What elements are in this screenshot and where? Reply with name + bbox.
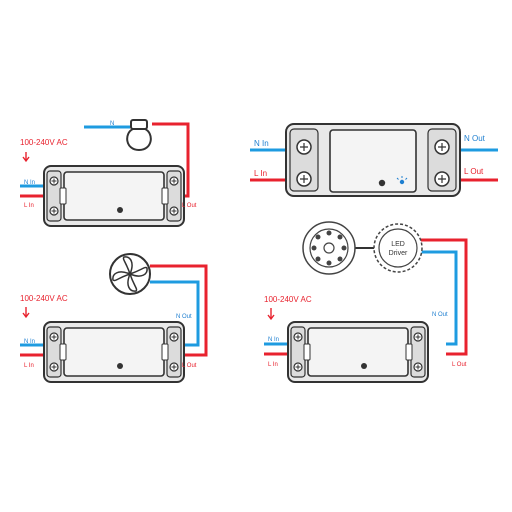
voltage-label: 100-240V AC — [20, 138, 68, 147]
indicator-light-icon — [396, 176, 408, 185]
l-out-label: L Out — [452, 362, 467, 368]
l-out-label: L Out — [182, 363, 197, 369]
light-bulb-icon — [126, 119, 152, 152]
live-wire-fan — [150, 264, 208, 357]
diagram-fan: 100-240V AC N In L In N Out L Out — [20, 253, 208, 383]
n-out-label: N Out — [176, 314, 192, 320]
n-out-label: N Out — [432, 312, 448, 318]
led-driver-icon: LED Driver — [373, 223, 423, 273]
led-driver-label-line2: Driver — [389, 250, 408, 257]
voltage-label: 100-240V AC — [264, 295, 312, 304]
diagram-large-relay: N In L In N Out L Out — [250, 123, 498, 197]
l-in-label: L In — [24, 363, 34, 369]
diagram-bulb: 100-240V AC N N In L In L Out — [20, 119, 197, 227]
n-in-label: N In — [24, 339, 35, 345]
down-arrow-icon — [22, 307, 30, 319]
relay-module — [43, 165, 185, 227]
l-in-label: L In — [268, 362, 278, 368]
diagram-led-driver: LED Driver 100-240V AC N In L In N Out L… — [264, 221, 468, 383]
l-in-label: L In — [24, 203, 34, 209]
neutral-out-wire — [412, 250, 458, 346]
l-out-label: L Out — [464, 167, 484, 176]
l-out-label: L Out — [182, 203, 197, 209]
down-arrow-icon — [22, 152, 30, 163]
relay-module — [287, 321, 429, 383]
neutral-label: N — [110, 121, 114, 127]
relay-module-large — [285, 123, 461, 197]
down-arrow-icon — [267, 308, 275, 321]
neutral-wire-fan — [150, 280, 200, 347]
fan-icon — [109, 253, 151, 295]
relay-module — [43, 321, 185, 383]
n-out-label: N Out — [464, 134, 486, 143]
live-out-wire — [412, 238, 468, 356]
downlight-icon — [302, 221, 356, 275]
n-in-label: N In — [24, 180, 35, 186]
l-in-label: L In — [254, 169, 267, 178]
led-driver-label-line1: LED — [391, 241, 405, 248]
n-in-label: N In — [254, 139, 269, 148]
button-icon — [378, 179, 386, 187]
voltage-label: 100-240V AC — [20, 294, 68, 303]
n-in-label: N In — [268, 337, 279, 343]
